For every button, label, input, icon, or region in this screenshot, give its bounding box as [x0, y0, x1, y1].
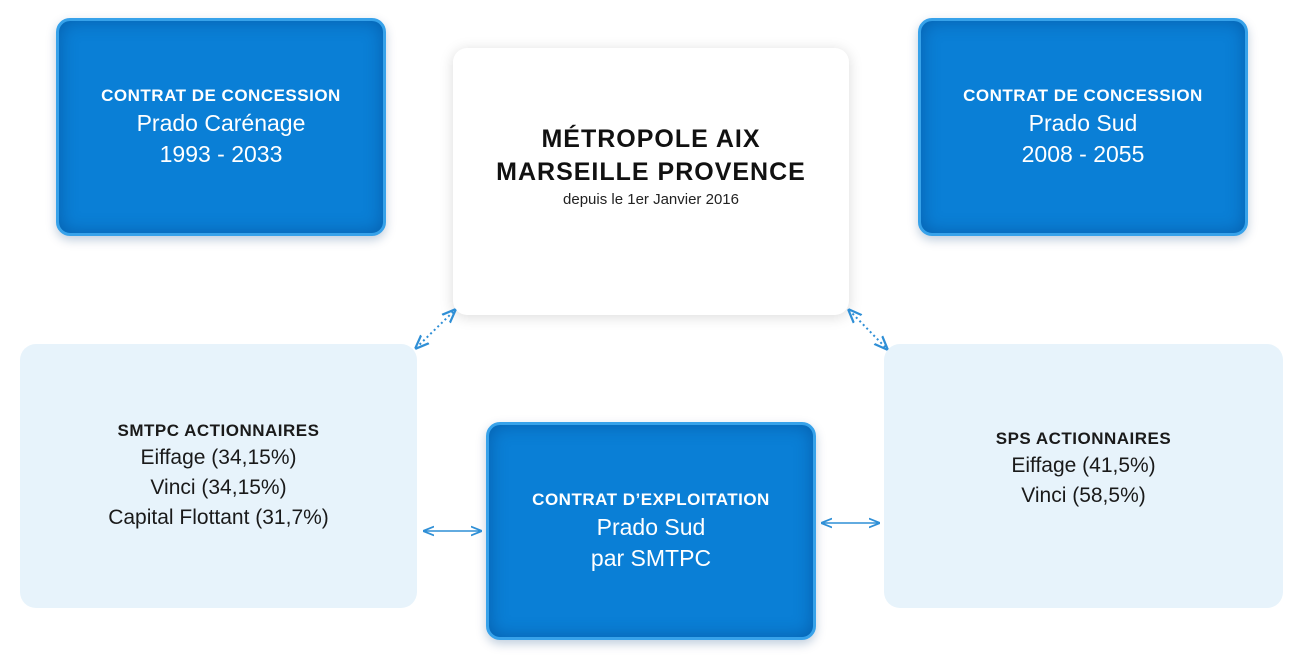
concession-name: Prado Sud: [1028, 110, 1138, 136]
exploitation-operator: par SMTPC: [590, 545, 712, 571]
dotted-arrow-smtpc-metropole: [416, 310, 455, 348]
sps-heading: SPS ACTIONNAIRES: [995, 429, 1172, 448]
concession-heading: CONTRAT DE CONCESSION: [963, 86, 1203, 105]
exploitation-name: Prado Sud: [596, 514, 706, 540]
concession-name: Prado Carénage: [136, 110, 306, 136]
sps-shareholders-box: SPS ACTIONNAIRES Eiffage (41,5%) Vinci (…: [884, 344, 1283, 608]
concession-period: 2008 - 2055: [1021, 141, 1145, 167]
smtpc-shareholders-box: SMTPC ACTIONNAIRES Eiffage (34,15%) Vinc…: [20, 344, 417, 608]
concession-period: 1993 - 2033: [159, 141, 283, 167]
exploitation-heading: CONTRAT D’EXPLOITATION: [532, 490, 770, 509]
metropole-box: MÉTROPOLE AIX MARSEILLE PROVENCE depuis …: [453, 48, 849, 315]
smtpc-shareholder: Vinci (34,15%): [150, 476, 287, 499]
concession-heading: CONTRAT DE CONCESSION: [101, 86, 341, 105]
concession-box-prado-sud: CONTRAT DE CONCESSION Prado Sud 2008 - 2…: [918, 18, 1248, 236]
smtpc-heading: SMTPC ACTIONNAIRES: [117, 421, 320, 440]
metropole-title-line-1: MÉTROPOLE AIX: [541, 124, 761, 153]
sps-shareholder: Vinci (58,5%): [1021, 484, 1146, 507]
smtpc-shareholder: Capital Flottant (31,7%): [108, 506, 329, 529]
dotted-arrow-sps-metropole: [849, 310, 887, 349]
metropole-title-line-2: MARSEILLE PROVENCE: [496, 157, 806, 186]
smtpc-shareholder: Eiffage (34,15%): [140, 446, 297, 469]
metropole-subtitle: depuis le 1er Janvier 2016: [563, 190, 739, 208]
sps-shareholder: Eiffage (41,5%): [1011, 454, 1156, 477]
exploitation-contract-box: CONTRAT D’EXPLOITATION Prado Sud par SMT…: [486, 422, 816, 640]
concession-box-prado-carenage: CONTRAT DE CONCESSION Prado Carénage 199…: [56, 18, 386, 236]
